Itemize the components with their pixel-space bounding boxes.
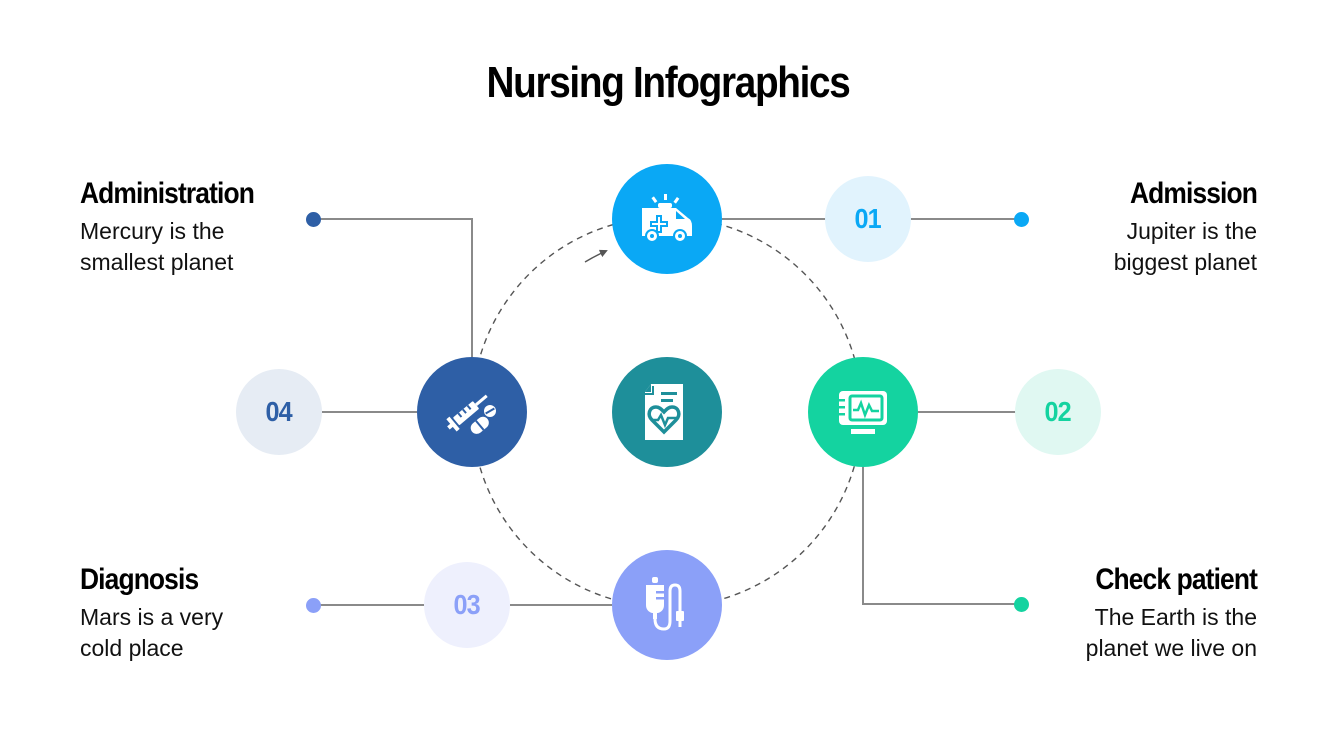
step-number: 04	[265, 396, 293, 427]
step-number: 01	[854, 203, 882, 234]
iv-drip-icon	[646, 577, 684, 631]
page-title: Nursing Infographics	[486, 58, 850, 107]
step-number: 02	[1044, 396, 1072, 427]
administration-icon-circle	[417, 357, 527, 467]
description-line: Jupiter is the	[1126, 218, 1257, 244]
ambulance-icon	[642, 194, 692, 243]
description-line: biggest planet	[1113, 249, 1257, 275]
admission-text: Admission Jupiter is the biggest planet	[997, 176, 1258, 278]
description-line: The Earth is the	[1094, 604, 1257, 630]
check-patient-icon-circle	[808, 357, 918, 467]
step-badge-01: 01	[825, 176, 911, 262]
medical-report-heart-icon	[645, 384, 683, 440]
syringe-pills-icon	[446, 394, 496, 434]
description-line: smallest planet	[80, 249, 234, 275]
step-number: 03	[453, 589, 481, 620]
step-badge-02: 02	[1015, 369, 1101, 455]
diagnosis-text: Diagnosis Mars is a very cold place	[80, 562, 340, 664]
description-line: Mercury is the	[80, 218, 225, 244]
check-patient-text: Check patient The Earth is the planet we…	[997, 562, 1258, 664]
admission-icon-circle	[612, 164, 722, 274]
step-title: Administration	[80, 177, 255, 210]
step-badge-03: 03	[424, 562, 510, 648]
diagnosis-dot	[306, 598, 321, 613]
step-description: Mercury is the smallest planet	[80, 216, 340, 278]
description-line: Mars is a very	[80, 604, 224, 630]
step-title: Diagnosis	[80, 563, 199, 596]
heart-monitor-icon	[837, 391, 887, 434]
description-line: cold place	[80, 635, 184, 661]
cycle-arrow	[584, 249, 608, 263]
step-description: Mars is a very cold place	[80, 602, 340, 664]
admission-dot	[1014, 212, 1029, 227]
center-report-circle	[612, 357, 722, 467]
check-patient-dot	[1014, 597, 1029, 612]
administration-text: Administration Mercury is the smallest p…	[80, 176, 340, 278]
step-description: The Earth is the planet we live on	[997, 602, 1257, 664]
administration-dot	[306, 212, 321, 227]
step-title: Check patient	[1095, 563, 1258, 596]
step-badge-04: 04	[236, 369, 322, 455]
diagnosis-icon-circle	[612, 550, 722, 660]
step-description: Jupiter is the biggest planet	[997, 216, 1257, 278]
description-line: planet we live on	[1085, 635, 1257, 661]
step-title: Admission	[1129, 177, 1258, 210]
